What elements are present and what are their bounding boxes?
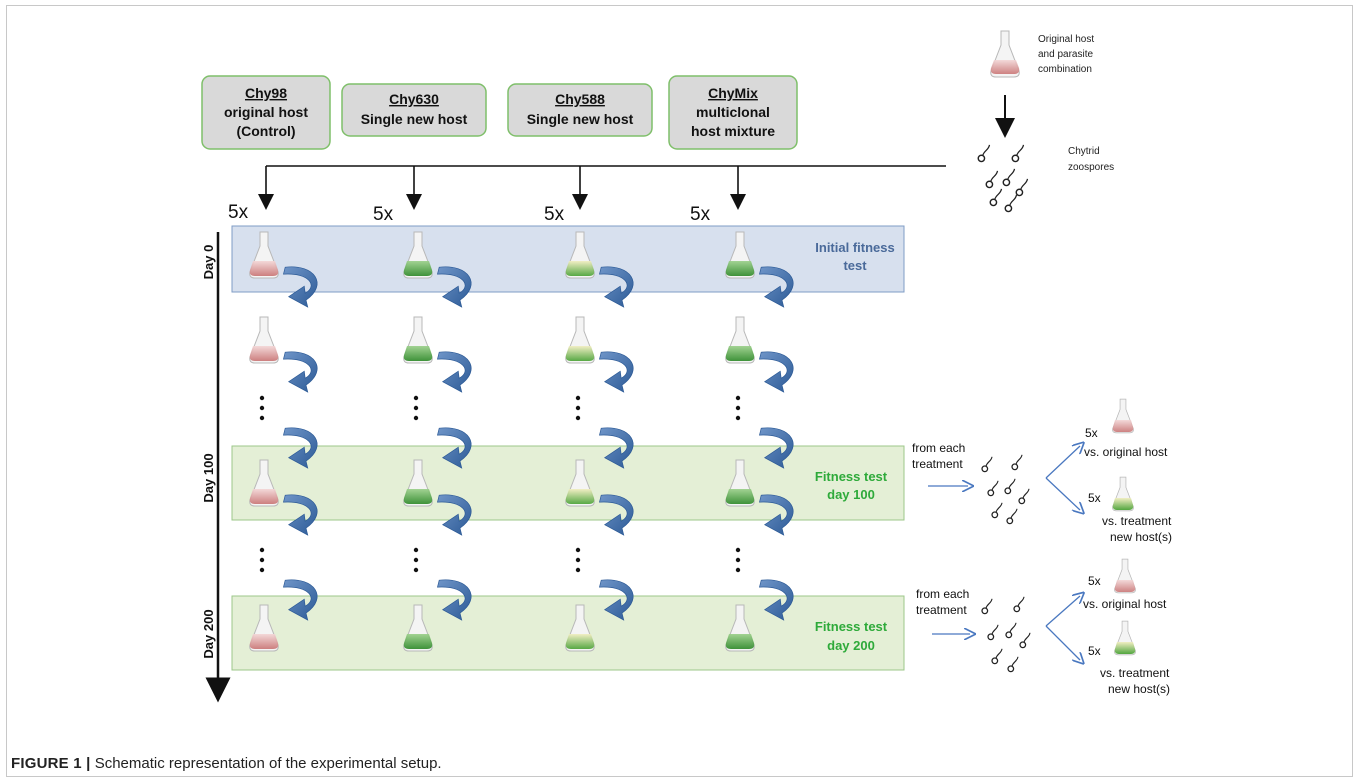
assay-rep-treatment-day200: 5x <box>1088 644 1101 658</box>
origin-label-line1: Original host <box>1038 34 1094 45</box>
fitness-day200-band <box>231 595 905 671</box>
ellipsis-dots <box>575 547 581 573</box>
host-box-chy588: Chy588 Single new host <box>507 83 653 137</box>
fitness-day100-label-line1: Fitness test <box>815 469 888 484</box>
culture-flask <box>249 231 279 279</box>
replicate-label-chy588: 5x <box>544 204 565 225</box>
culture-flask <box>725 459 755 507</box>
culture-flask <box>249 459 279 507</box>
branch-down-day200 <box>1045 625 1080 660</box>
figure-frame <box>6 5 1353 777</box>
ellipsis-dots <box>259 395 265 421</box>
initial-fitness-label-line1: Initial fitness <box>815 240 894 255</box>
culture-flask <box>725 604 755 652</box>
host-box-chy98: Chy98 original host (Control) <box>201 75 331 150</box>
replicate-label-chy630: 5x <box>373 204 394 225</box>
transfer-curved-arrow <box>759 351 794 393</box>
timeline-day200: Day 200 <box>201 609 216 658</box>
ellipsis-dots <box>413 395 419 421</box>
host-name-chymix: ChyMix <box>708 85 758 101</box>
flask-grid <box>249 231 794 652</box>
ellipsis-dots <box>413 547 419 573</box>
assay-rep-original-day200: 5x <box>1088 574 1101 588</box>
fitness-day100-band <box>231 445 905 521</box>
zoospores-cluster-origin <box>977 144 1029 213</box>
assay-rep-treatment-day100: 5x <box>1088 491 1101 505</box>
branch-up-day200 <box>1045 596 1080 627</box>
host-desc-chy588: Single new host <box>527 111 634 127</box>
culture-flask <box>565 316 595 364</box>
transfer-curved-arrow <box>437 351 472 393</box>
transfer-curved-arrow <box>283 351 318 393</box>
assay-vs-original-day200: vs. original host <box>1083 597 1167 611</box>
assay-flask-original-day100 <box>1112 398 1134 434</box>
figure-caption: FIGURE 1 | Schematic representation of t… <box>11 755 442 772</box>
from-each-day100-line2: treatment <box>912 457 963 471</box>
host-desc-chy98-line1: original host <box>224 104 308 120</box>
assay-vs-treatment-day100-line1: vs. treatment <box>1102 514 1172 528</box>
host-name-chy588: Chy588 <box>555 91 605 107</box>
assay-flask-treatment-day200 <box>1114 620 1136 656</box>
culture-flask <box>403 459 433 507</box>
origin-label-line2: and parasite <box>1038 49 1093 60</box>
assay-flask-original-day200 <box>1114 558 1136 594</box>
original-combination-flask <box>990 30 1020 78</box>
branch-down-day100 <box>1045 477 1080 510</box>
branch-up-day100 <box>1045 446 1080 479</box>
assay-vs-treatment-day200-line2: new host(s) <box>1108 682 1170 696</box>
assay-vs-original-day100: vs. original host <box>1084 445 1168 459</box>
distribution-arrows <box>258 165 946 210</box>
ellipsis-dots <box>575 395 581 421</box>
from-each-day200-line1: from each <box>916 587 969 601</box>
host-box-chymix: ChyMix multiclonal host mixture <box>668 75 798 150</box>
ellipsis-dots <box>259 547 265 573</box>
assay-rep-original-day100: 5x <box>1085 426 1098 440</box>
host-box-chy630: Chy630 Single new host <box>341 83 487 137</box>
from-each-day200-line2: treatment <box>916 603 967 617</box>
culture-flask <box>565 459 595 507</box>
timeline-day100: Day 100 <box>201 453 216 502</box>
timeline-day0: Day 0 <box>201 245 216 280</box>
zoospores-cluster-day200 <box>981 596 1031 673</box>
ellipsis-dots <box>735 395 741 421</box>
culture-flask <box>725 231 755 279</box>
assay-vs-treatment-day100-line2: new host(s) <box>1110 530 1172 544</box>
zoospores-label-line1: Chytrid <box>1068 146 1100 157</box>
host-desc-chymix-line1: multiclonal <box>696 104 770 120</box>
host-desc-chymix-line2: host mixture <box>691 123 775 139</box>
culture-flask <box>249 316 279 364</box>
caption-text: Schematic representation of the experime… <box>90 755 442 772</box>
culture-flask <box>725 316 755 364</box>
assay-flask-treatment-day100 <box>1112 476 1134 512</box>
from-each-day100-line1: from each <box>912 441 965 455</box>
fitness-day200-label-line2: day 200 <box>827 638 875 653</box>
assay-vs-treatment-day200-line1: vs. treatment <box>1100 666 1170 680</box>
host-name-chy630: Chy630 <box>389 91 439 107</box>
timeline: Day 0 Day 100 Day 200 <box>201 232 231 703</box>
fitness-day100-label-line2: day 100 <box>827 487 875 502</box>
zoospores-label-line2: zoospores <box>1068 162 1114 173</box>
host-desc-chy98-line2: (Control) <box>236 123 295 139</box>
culture-flask <box>249 604 279 652</box>
origin-label-line3: combination <box>1038 64 1092 75</box>
caption-label: FIGURE 1 | <box>11 755 91 772</box>
zoospores-cluster-day100 <box>981 454 1030 525</box>
transfer-curved-arrow <box>599 351 634 393</box>
culture-flask <box>403 316 433 364</box>
culture-flask <box>403 231 433 279</box>
replicate-label-chy98: 5x <box>228 202 249 223</box>
host-name-chy98: Chy98 <box>245 85 287 101</box>
culture-flask <box>403 604 433 652</box>
ellipsis-dots <box>735 547 741 573</box>
initial-fitness-label-line2: test <box>843 258 867 273</box>
fitness-day200-label-line1: Fitness test <box>815 619 888 634</box>
initial-fitness-band <box>231 225 905 293</box>
replicate-label-chymix: 5x <box>690 204 711 225</box>
culture-flask <box>565 231 595 279</box>
host-desc-chy630: Single new host <box>361 111 468 127</box>
culture-flask <box>565 604 595 652</box>
